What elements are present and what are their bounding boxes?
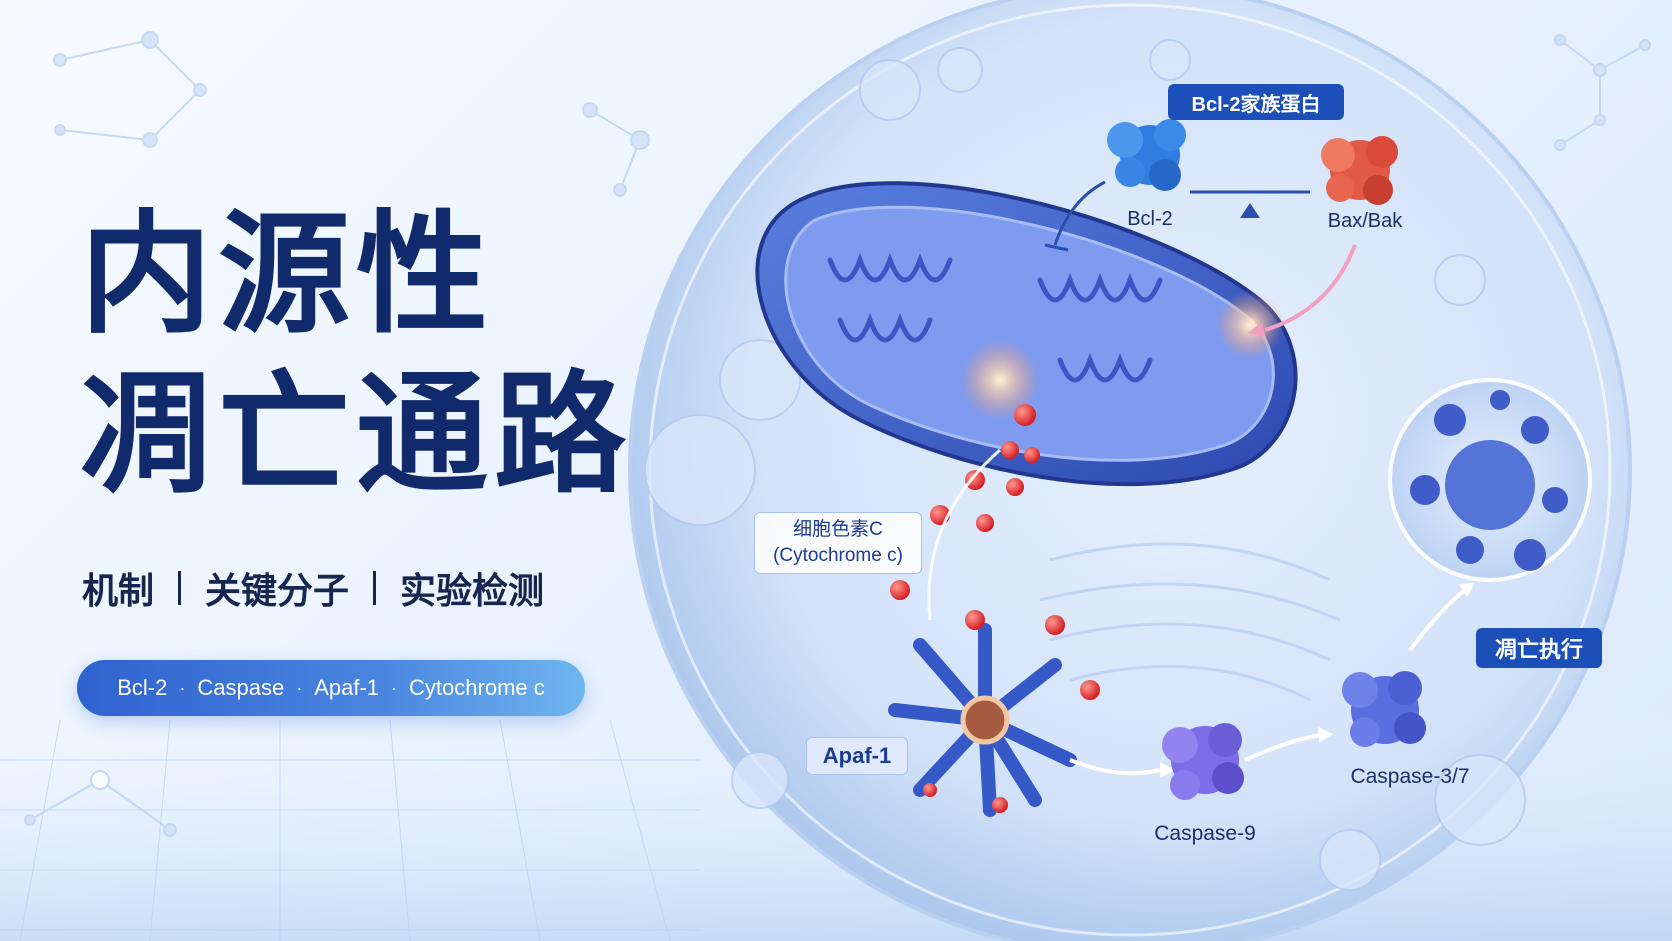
apoptosome-icon	[888, 610, 1100, 817]
caspase-3-7-icon	[1342, 671, 1426, 747]
apoptosis-execution-label: 凋亡执行	[1476, 628, 1602, 668]
mitochondrion-icon	[755, 181, 1298, 487]
cytochrome-c-label-en: (Cytochrome c)	[773, 545, 903, 566]
keyword-pill: Bcl-2 · Caspase · Apaf-1 · Cytochrome c	[77, 660, 585, 716]
bcl2-family-label: Bcl-2家族蛋白	[1168, 84, 1344, 120]
apaf1-label: Apaf-1	[806, 737, 908, 775]
subtitle-item-key-molecules: 关键分子	[205, 571, 350, 612]
title-line-2: 凋亡通路	[80, 358, 632, 512]
caspase-9-label: Caspase-9	[1154, 822, 1256, 845]
bcl2-label: Bcl-2	[1127, 208, 1173, 230]
apoptotic-body-icon	[1388, 378, 1592, 582]
subtitle-item-mechanism: 机制	[82, 571, 155, 612]
cytochrome-c-label-cn: 细胞色素C	[793, 519, 883, 540]
subtitle: 机制 关键分子 实验检测	[82, 562, 544, 614]
keyword-cytochrome-c: Cytochrome c	[409, 675, 545, 700]
baxbak-protein-icon	[1321, 136, 1398, 205]
molecule-network-icon	[24, 31, 1651, 837]
divider	[178, 571, 182, 605]
keyword-caspase: Caspase	[197, 675, 285, 700]
keyword-apaf1: Apaf-1	[314, 675, 380, 700]
baxbak-label: Bax/Bak	[1327, 210, 1403, 232]
cytochrome-c-label: 细胞色素C (Cytochrome c)	[754, 512, 922, 574]
bcl2-protein-icon	[1107, 119, 1186, 191]
cytochrome-c-icon	[890, 404, 1040, 600]
keyword-bcl2: Bcl-2	[117, 675, 168, 700]
caspase-9-icon	[1162, 723, 1244, 800]
separator-dot: ·	[179, 677, 186, 698]
title-line-1: 内源性	[80, 198, 494, 352]
separator-dot: ·	[296, 677, 303, 698]
caspase-3-7-label: Caspase-3/7	[1350, 765, 1470, 788]
separator-dot: ·	[391, 677, 398, 698]
subtitle-item-detection: 实验检测	[400, 571, 545, 612]
divider	[373, 571, 377, 605]
